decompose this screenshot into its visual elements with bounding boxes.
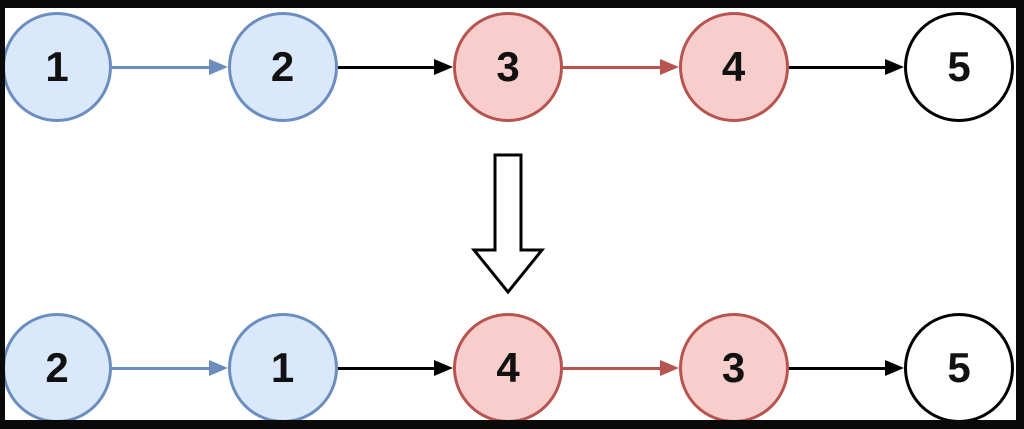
- linked-list-after: 2 1 4 3 5: [2, 313, 1014, 423]
- arrow-shaft: [788, 65, 886, 69]
- arrow-right-icon: [563, 313, 679, 423]
- arrow-shaft: [337, 366, 435, 370]
- arrow-shaft: [563, 65, 661, 69]
- node-label: 5: [947, 344, 971, 391]
- arrow-head: [659, 360, 679, 376]
- arrow-right-icon: [112, 313, 228, 423]
- arrow-right-icon: [563, 12, 679, 122]
- node-label: 4: [496, 344, 520, 391]
- arrow-shaft: [112, 366, 210, 370]
- frame-edge-top: [0, 0, 1024, 8]
- list-node: 5: [904, 313, 1014, 423]
- list-node: 2: [2, 313, 112, 423]
- arrow-right-icon: [788, 313, 904, 423]
- frame-edge-right: [1016, 0, 1024, 429]
- list-node: 1: [2, 12, 112, 122]
- node-label: 2: [45, 344, 69, 391]
- node-label: 2: [270, 43, 295, 90]
- arrow-head: [208, 59, 228, 75]
- list-node: 3: [678, 313, 789, 423]
- list-node: 2: [227, 12, 338, 122]
- node-label: 1: [45, 43, 69, 90]
- arrow-right-icon: [337, 12, 453, 122]
- node-label: 3: [721, 344, 746, 391]
- node-label: 3: [496, 43, 520, 90]
- arrow-shaft: [563, 366, 661, 370]
- arrow-head: [885, 360, 904, 376]
- list-node: 4: [678, 12, 789, 122]
- list-node: 3: [453, 12, 563, 122]
- arrow-head: [208, 360, 228, 376]
- node-label: 1: [270, 344, 295, 391]
- list-node: 5: [904, 12, 1014, 122]
- arrow-head: [885, 59, 904, 75]
- arrow-shaft: [788, 366, 886, 370]
- arrow-shaft: [337, 65, 435, 69]
- node-label: 5: [947, 43, 971, 90]
- arrow-shaft: [112, 65, 210, 69]
- arrow-head: [659, 59, 679, 75]
- arrow-right-icon: [337, 313, 453, 423]
- linked-list-before: 1 2 3 4 5: [2, 12, 1014, 122]
- arrow-head: [434, 59, 453, 75]
- down-arrow-icon: [470, 153, 546, 295]
- arrow-right-icon: [788, 12, 904, 122]
- frame-edge-bottom: [0, 420, 1024, 429]
- arrow-head: [434, 360, 453, 376]
- list-node: 1: [227, 313, 338, 423]
- node-label: 4: [721, 43, 746, 90]
- arrow-right-icon: [112, 12, 228, 122]
- frame-edge-left: [0, 0, 5, 429]
- list-node: 4: [453, 313, 563, 423]
